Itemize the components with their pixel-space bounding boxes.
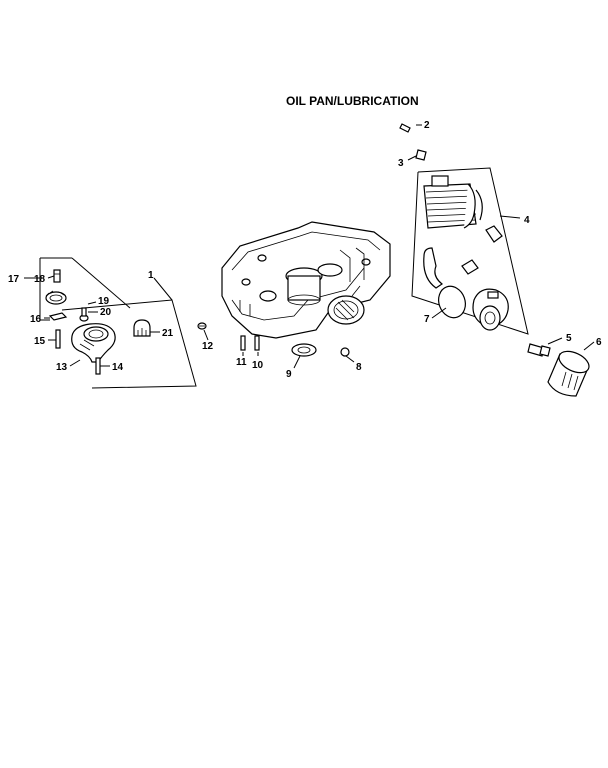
callout-9: 9 — [286, 369, 292, 380]
part-oil-pan — [221, 221, 391, 339]
callout-4: 4 — [524, 215, 530, 226]
part-8-plug — [340, 347, 350, 357]
callout-numbers: 1 2 3 4 5 6 7 8 9 10 11 12 13 14 15 16 1… — [8, 120, 602, 380]
callout-21: 21 — [162, 328, 174, 339]
part-adapter — [472, 288, 509, 331]
callout-7: 7 — [424, 314, 430, 325]
part-11-stud — [240, 335, 246, 351]
callout-20: 20 — [100, 307, 112, 318]
callout-16: 16 — [30, 314, 42, 325]
callout-3: 3 — [398, 158, 404, 169]
part-12-plug — [197, 322, 207, 330]
oil-pump-group — [39, 257, 197, 389]
callout-2: 2 — [424, 120, 430, 131]
diagram-title: OIL PAN/LUBRICATION — [286, 94, 419, 108]
callout-10: 10 — [252, 360, 264, 371]
part-14-pin — [95, 357, 101, 375]
part-15-pin — [55, 329, 61, 349]
part-16-key — [48, 312, 68, 321]
part-9-seal — [291, 343, 317, 357]
callout-6: 6 — [596, 337, 602, 348]
part-21-clip — [133, 319, 151, 337]
part-gear — [45, 290, 67, 305]
part-5-fitting — [527, 343, 551, 357]
part-10-stud — [254, 335, 260, 351]
callout-14: 14 — [112, 362, 124, 373]
part-6-oil-filter — [547, 350, 590, 397]
callout-18: 18 — [34, 274, 46, 285]
callout-15: 15 — [34, 336, 46, 347]
leader-lines — [24, 124, 595, 369]
part-2-screw — [399, 123, 411, 133]
callout-12: 12 — [202, 341, 214, 352]
callout-17: 17 — [8, 274, 20, 285]
part-19-20-washer — [79, 307, 89, 322]
part-13-pump-body — [71, 323, 116, 363]
part-18-screw — [53, 269, 61, 283]
part-7-o-ring — [438, 285, 466, 319]
callout-11: 11 — [236, 357, 247, 368]
oil-cooler-group — [399, 123, 590, 397]
part-3-bolt — [415, 149, 427, 161]
callout-8: 8 — [356, 362, 362, 373]
callout-13: 13 — [56, 362, 68, 373]
part-oil-cooler — [423, 175, 503, 289]
callout-1: 1 — [148, 270, 154, 281]
callout-19: 19 — [98, 296, 110, 307]
callout-5: 5 — [566, 333, 572, 344]
